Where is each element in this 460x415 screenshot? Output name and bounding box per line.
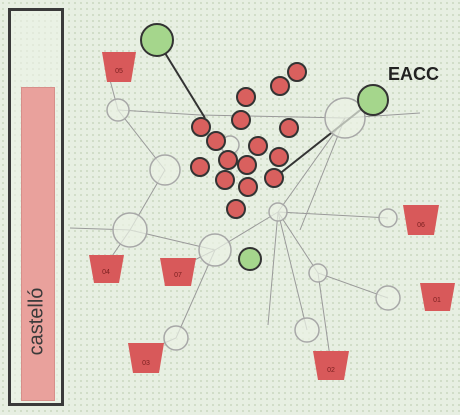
pot-01-label: 01 <box>433 297 441 304</box>
red-node <box>191 117 211 137</box>
red-node <box>218 150 238 170</box>
pot-06: 06 <box>403 205 439 235</box>
pot-05: 05 <box>102 52 136 82</box>
pot-03: 03 <box>128 343 164 373</box>
red-node <box>248 136 268 156</box>
red-node <box>238 177 258 197</box>
hollow-node <box>378 208 398 228</box>
pot-06-label: 06 <box>417 222 425 229</box>
red-node <box>279 118 299 138</box>
hollow-node <box>375 285 401 311</box>
hollow-node <box>324 97 366 139</box>
pot-05-label: 05 <box>115 68 123 75</box>
pot-03-label: 03 <box>142 360 150 367</box>
red-node <box>236 87 256 107</box>
red-node <box>270 76 290 96</box>
pot-01: 01 <box>420 283 455 311</box>
pot-04-label: 04 <box>102 269 110 276</box>
red-node <box>226 199 246 219</box>
castello-bar <box>21 87 55 401</box>
red-node <box>206 131 226 151</box>
green-node <box>238 247 262 271</box>
red-node <box>264 168 284 188</box>
hollow-node <box>106 98 130 122</box>
pot-02: 02 <box>313 351 349 380</box>
red-node <box>287 62 307 82</box>
pot-07-label: 07 <box>174 272 182 279</box>
castello-panel: castelló <box>8 8 64 406</box>
pot-07: 07 <box>160 258 196 286</box>
hollow-node <box>149 154 181 186</box>
red-node <box>215 170 235 190</box>
green-node <box>140 23 174 57</box>
hollow-node <box>268 202 288 222</box>
hollow-node <box>294 317 320 343</box>
hollow-node <box>112 212 148 248</box>
hollow-node <box>163 325 189 351</box>
red-node <box>190 157 210 177</box>
eacc-label: EACC <box>388 64 440 84</box>
pot-04: 04 <box>89 255 124 283</box>
pot-02-label: 02 <box>327 367 335 374</box>
red-node <box>237 155 257 175</box>
hollow-node <box>198 233 232 267</box>
red-node <box>269 147 289 167</box>
red-node <box>231 110 251 130</box>
green-node <box>357 84 389 116</box>
hollow-node <box>308 263 328 283</box>
